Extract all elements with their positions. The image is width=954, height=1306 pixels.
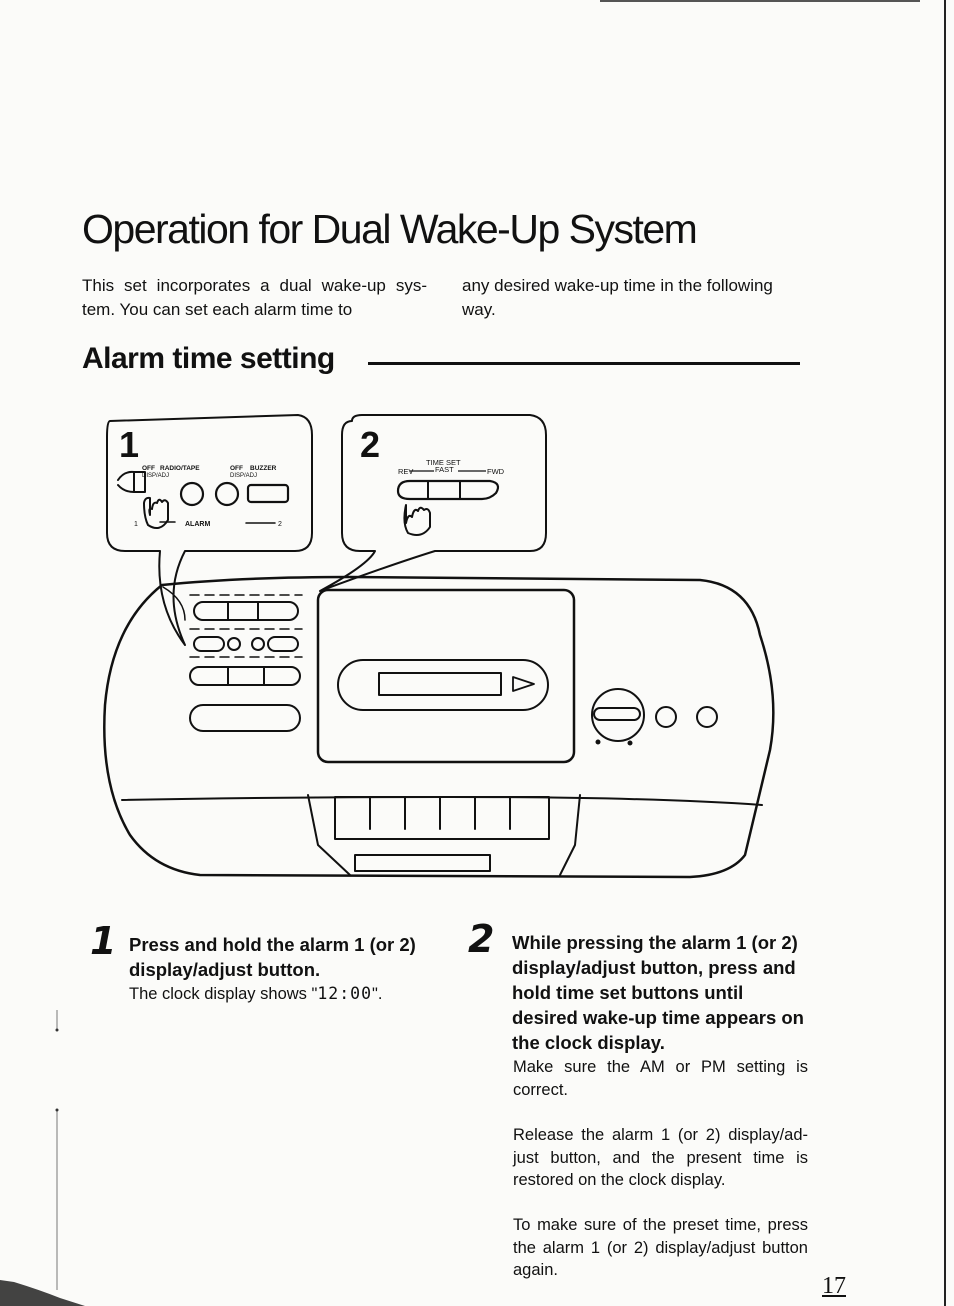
label-off-buzzer: OFF — [230, 465, 243, 472]
label-disp-adj-1: DISP/ADJ — [142, 473, 169, 479]
intro-column-1: This set incorporates a dual wake-up sys… — [82, 276, 427, 319]
label-off-radio: OFF — [142, 465, 155, 472]
scan-artifact — [0, 1280, 85, 1306]
margin-marks — [55, 1010, 59, 1290]
label-alarm-2: 2 — [278, 521, 282, 528]
step-1-heading: Press and hold the alarm 1 (or 2) displa… — [129, 934, 416, 980]
step-1-number: 1 — [90, 919, 117, 963]
step-2-heading: While pressing the alarm 1 (or 2) displa… — [512, 932, 804, 1053]
scan-top-edge — [600, 0, 920, 2]
page-number: 17 — [822, 1273, 846, 1299]
label-disp-adj-2: DISP/ADJ — [230, 473, 257, 479]
clock-display-reading: 12:00 — [317, 984, 373, 1003]
step-2-paragraph-2: Release the alarm 1 (or 2) display/ad-ju… — [513, 1126, 808, 1189]
tuning-dial — [591, 688, 718, 746]
cassette-door — [316, 588, 576, 764]
page-title: Operation for Dual Wake-Up System — [82, 206, 698, 252]
label-fast: FAST — [435, 465, 454, 474]
step-1-text: The clock display shows "12:00". — [129, 983, 449, 1006]
scan-right-edge — [944, 0, 946, 1306]
intro-column-2: any desired wake-up time in the followin… — [462, 276, 773, 319]
step-2-number: 2 — [468, 917, 495, 961]
callout-2 — [319, 414, 547, 592]
label-radio-tape: RADIO/TAPE — [160, 465, 200, 472]
radio-body — [103, 575, 775, 879]
step-2-paragraph-3: To make sure of the preset time, press t… — [513, 1216, 808, 1279]
step-1-text-before: The clock display shows " — [129, 985, 318, 1003]
callout-2-number: 2 — [360, 424, 380, 465]
label-alarm-1: 1 — [134, 521, 138, 528]
callout-1 — [106, 414, 313, 646]
label-alarm: ALARM — [185, 521, 210, 528]
label-buzzer: BUZZER — [250, 465, 277, 472]
step-2-paragraph-1: Make sure the AM or PM setting is correc… — [513, 1058, 808, 1099]
section-heading: Alarm time setting — [82, 342, 335, 375]
label-fwd: FWD — [487, 467, 505, 476]
step-1-text-after: ". — [372, 985, 383, 1003]
section-rule — [368, 362, 800, 365]
radio-illustration: 1 OFF RADIO/TAPE DISP/ADJ OFF BUZZER DIS… — [103, 414, 775, 879]
callout-1-number: 1 — [119, 424, 139, 465]
label-time-set: TIME SET — [426, 458, 461, 467]
control-buttons-left — [189, 594, 303, 732]
handle-bay — [307, 794, 581, 876]
label-rev: REV — [398, 467, 413, 476]
